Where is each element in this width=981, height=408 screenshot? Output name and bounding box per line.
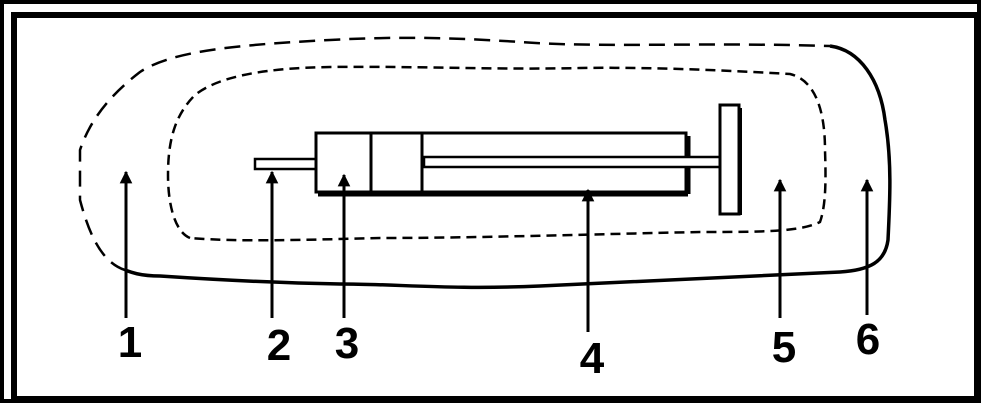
label-4: 4 (580, 334, 605, 383)
label-3: 3 (335, 319, 359, 368)
needle (253, 157, 320, 171)
plunger-rod (422, 155, 722, 169)
outer-dashed-boundary (78, 36, 831, 272)
inner-frame (11, 12, 980, 402)
outer-solid-boundary (124, 44, 892, 290)
label-2: 2 (267, 321, 291, 370)
plunger-flange (718, 103, 741, 216)
label-6: 6 (856, 315, 880, 364)
label-1: 1 (118, 318, 142, 367)
label-5: 5 (772, 323, 796, 372)
inner-dashed-boundary (166, 65, 827, 242)
